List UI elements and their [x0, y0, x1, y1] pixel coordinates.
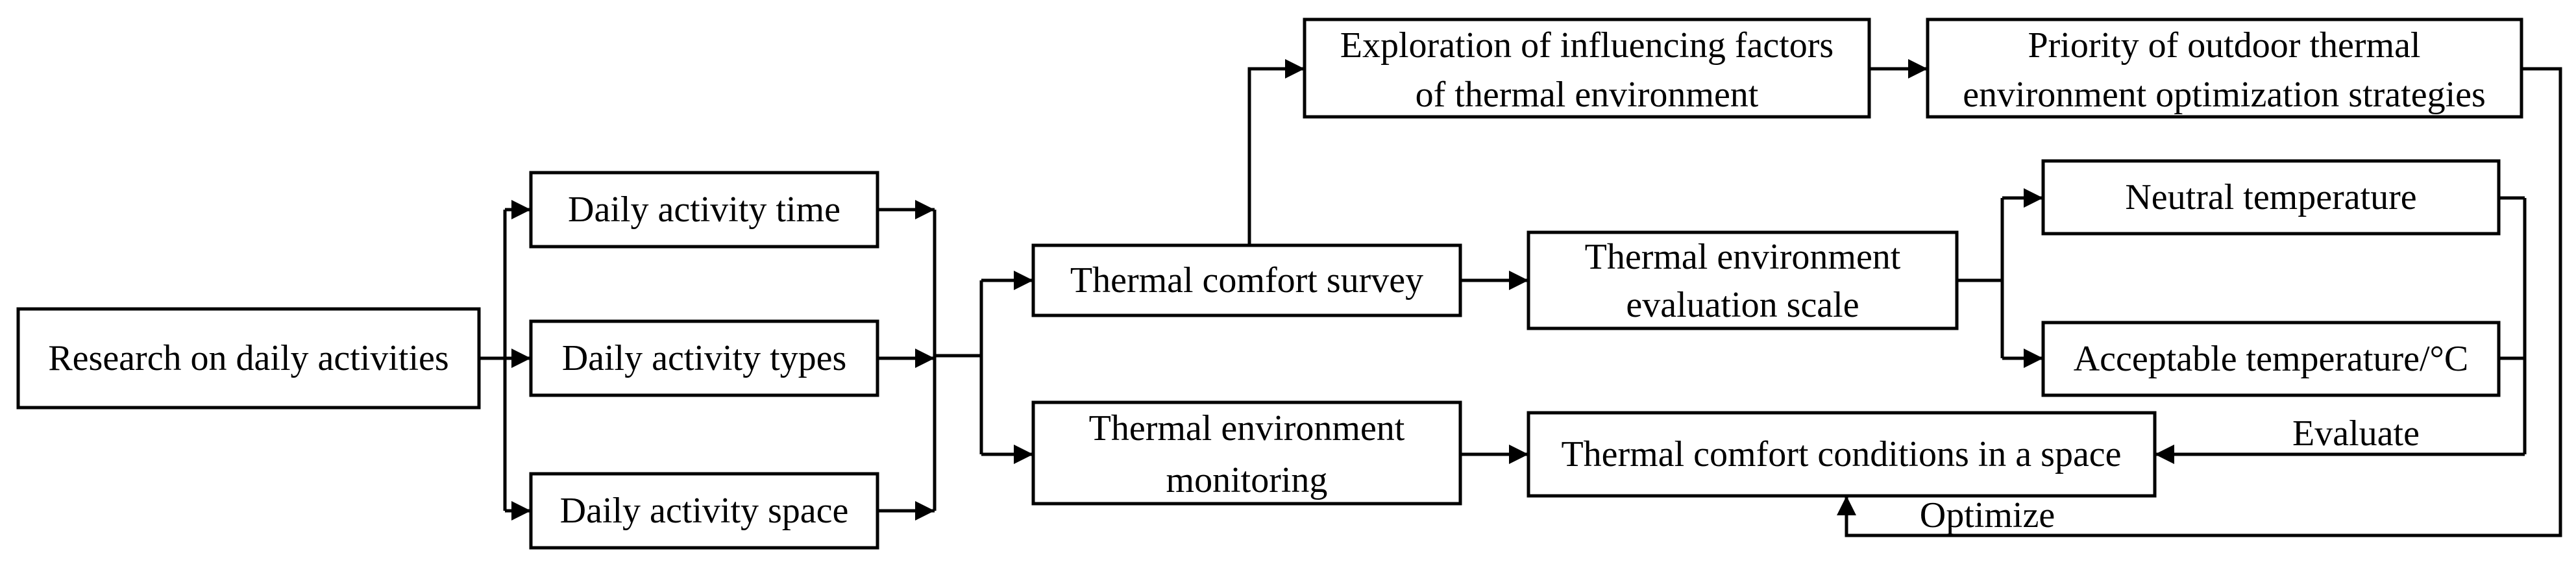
box-scale-label-2: evaluation scale [1626, 285, 1859, 325]
box-factors-label-2: of thermal environment [1416, 75, 1759, 115]
box-priority-label-1: Priority of outdoor thermal [2028, 25, 2420, 66]
box-thermal-environment-monitoring: Thermal environment monitoring [1031, 400, 1462, 506]
box-neutral-label: Neutral temperature [2125, 177, 2416, 217]
box-research-label: Research on daily activities [48, 338, 448, 378]
box-monitoring-label-1: Thermal environment [1089, 408, 1405, 448]
box-daily-activity-time: Daily activity time [529, 171, 879, 249]
box-conditions-label: Thermal comfort conditions in a space [1561, 434, 2121, 474]
box-acceptable-label: Acceptable temperature/°C [2074, 339, 2469, 379]
box-factors-label-1: Exploration of influencing factors [1340, 25, 1834, 66]
box-evaluation-scale: Thermal environment evaluation scale [1527, 230, 1959, 330]
connectors [479, 59, 2562, 537]
box-neutral-temperature: Neutral temperature [2041, 159, 2501, 236]
box-priority-label-2: environment optimization strategies [1963, 75, 2486, 115]
box-daily-activity-space: Daily activity space [529, 472, 879, 550]
box-comfort-conditions: Thermal comfort conditions in a space [1527, 411, 2157, 498]
edge-label-optimize: Optimize [1920, 495, 2055, 535]
box-activity-time-label: Daily activity time [568, 190, 840, 230]
edge-optimize-loop [1837, 67, 2562, 537]
box-monitoring-label-2: monitoring [1166, 460, 1328, 500]
box-influencing-factors: Exploration of influencing factors of th… [1303, 18, 1871, 119]
edge-survey-to-factors [1247, 59, 1305, 245]
box-activity-space-label: Daily activity space [560, 491, 849, 531]
box-scale-label-1: Thermal environment [1585, 237, 1901, 277]
box-optimization-priority: Priority of outdoor thermal environment … [1926, 18, 2523, 119]
box-daily-activity-types: Daily activity types [529, 319, 879, 397]
box-survey-label: Thermal comfort survey [1070, 260, 1423, 300]
box-thermal-comfort-survey: Thermal comfort survey [1031, 243, 1462, 317]
box-activity-types-label: Daily activity types [562, 338, 847, 378]
box-research-daily-activities: Research on daily activities [16, 307, 481, 410]
box-acceptable-temperature: Acceptable temperature/°C [2041, 321, 2501, 397]
edge-label-evaluate: Evaluate [2292, 413, 2420, 454]
